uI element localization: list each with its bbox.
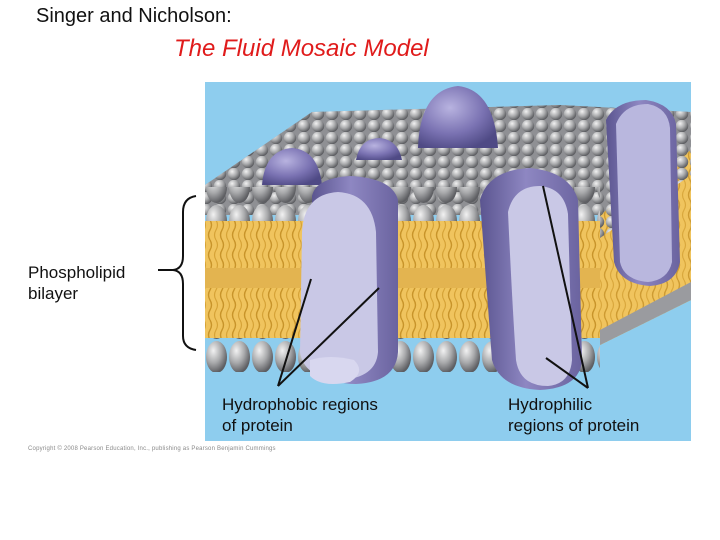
- dome-protein-small: [356, 138, 402, 160]
- diagram-subtitle: Singer and Nicholson:: [36, 5, 232, 27]
- dome-protein-left: [262, 148, 322, 185]
- label-hydrophobic-line1: Hydrophobic regions: [222, 395, 378, 414]
- label-hydrophilic-line1: Hydrophilic: [508, 395, 593, 414]
- label-hydrophobic-regions: Hydrophobic regions of protein: [222, 394, 378, 436]
- label-bilayer-line2: bilayer: [28, 284, 79, 303]
- dome-protein-large: [418, 86, 498, 148]
- diagram-title: The Fluid Mosaic Model: [174, 35, 429, 62]
- hydrophobic-pointer-1: [277, 278, 312, 387]
- label-bilayer-line1: Phospholipid: [28, 263, 126, 282]
- hydrophilic-pointer-1: [542, 185, 589, 389]
- bilayer-bracket: [172, 195, 197, 351]
- hydrophilic-pointer-2: [545, 357, 589, 389]
- copyright-credit: Copyright © 2008 Pearson Education, Inc.…: [28, 446, 276, 452]
- hydrophobic-pointer-2: [277, 287, 380, 387]
- label-hydrophilic-regions: Hydrophilic regions of protein: [508, 394, 639, 436]
- label-phospholipid-bilayer: Phospholipid bilayer: [28, 262, 125, 304]
- label-hydrophobic-line2: of protein: [222, 416, 293, 435]
- label-hydrophilic-line2: regions of protein: [508, 416, 640, 435]
